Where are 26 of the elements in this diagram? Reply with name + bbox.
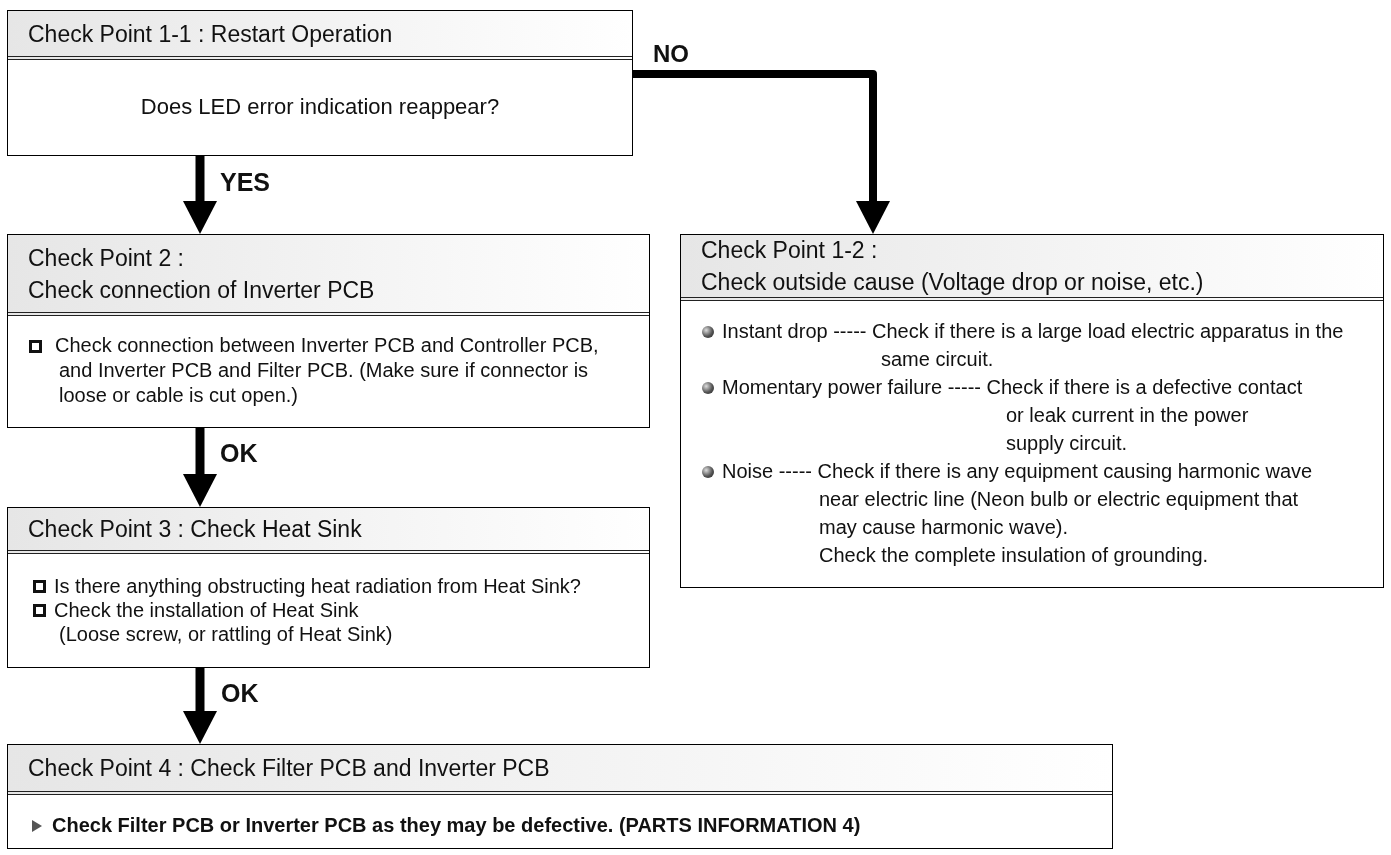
question-text: Does LED error indication reappear? <box>140 95 500 119</box>
bullet-text: Check Filter PCB or Inverter PCB as they may be defective. (PARTS INFORMATION 4) <box>52 813 862 838</box>
bullet-text: Instant drop ----- Check if there is a large load electric apparatus in the same circuit. <box>722 319 1345 372</box>
bullet-text: Check connection between Inverter PCB and Controller PCB, and Inverter PCB and Filter PCB. (Make sure if connector is loose or cable is cut open.) <box>55 333 600 408</box>
check-point-box <box>7 744 1113 849</box>
bullet-text: Noise ----- Check if there is any equipment causing harmonic wave near electric line (Neon bulb or electric equipment that may cause harmonic wave). <box>722 459 1314 540</box>
heading-text: Check Point 1-2 : <box>701 236 878 265</box>
flow-arrow <box>633 70 890 234</box>
heading-text: Check Point 3 : Check Heat Sink <box>28 515 362 544</box>
heading-text: Check outside cause (Voltage drop or noise, etc.) <box>701 268 1204 297</box>
note-text: Check the complete insulation of grounding. <box>819 543 1210 568</box>
heading-text: Check Point 2 : <box>28 243 184 273</box>
heading-text: Check connection of Inverter PCB <box>28 275 375 305</box>
check-point-box <box>7 10 633 156</box>
heading-text: Check Point 4 : Check Filter PCB and Inverter PCB <box>28 754 550 783</box>
check-point-box <box>680 234 1384 588</box>
check-point-box <box>7 234 650 428</box>
flow-arrow <box>183 668 217 744</box>
heading-text: Check Point 1-1 : Restart Operation <box>28 19 393 49</box>
bullet-text: Is there anything obstructing heat radiation from Heat Sink? <box>54 574 582 598</box>
flow-arrow <box>183 156 217 234</box>
bullet-text: Momentary power failure ----- Check if there is a defective contact or leak current in the power supply circuit. <box>722 375 1304 456</box>
note-text: (Loose screw, or rattling of Heat Sink) <box>59 622 394 646</box>
flow-arrow <box>183 428 217 507</box>
bullet-text: Check the installation of Heat Sink <box>54 598 360 622</box>
check-point-box <box>7 507 650 668</box>
